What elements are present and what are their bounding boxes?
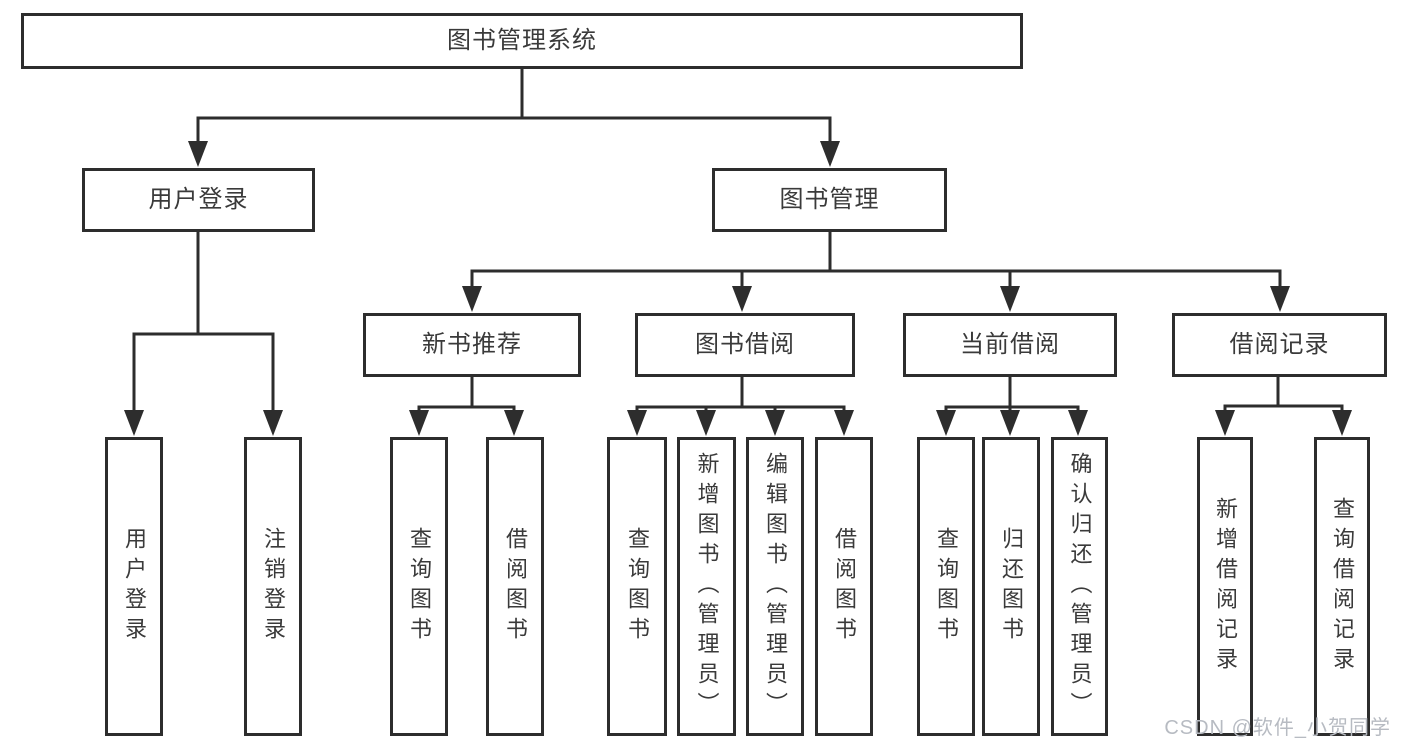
leaf-query-books-1: 查询图书 bbox=[390, 437, 448, 736]
node-book-borrowing: 图书借阅 bbox=[635, 313, 855, 377]
leaf-add-borrow-record-label: 新增借阅记录 bbox=[1213, 496, 1238, 677]
leaf-query-books-3: 查询图书 bbox=[917, 437, 975, 736]
leaf-borrow-books-2: 借阅图书 bbox=[815, 437, 873, 736]
leaf-query-books-1-label: 查询图书 bbox=[407, 526, 432, 647]
connector-root-to-level2 bbox=[188, 67, 840, 167]
leaf-query-borrow-record-label: 查询借阅记录 bbox=[1330, 496, 1355, 677]
leaf-borrow-books-2-label: 借阅图书 bbox=[832, 526, 857, 647]
leaf-add-book-admin: 新增图书（管理员） bbox=[677, 437, 736, 736]
leaf-logout-label: 注销登录 bbox=[261, 526, 286, 647]
node-root-label: 图书管理系统 bbox=[447, 27, 597, 54]
leaf-query-books-2: 查询图书 bbox=[607, 437, 667, 736]
leaf-user-login: 用户登录 bbox=[105, 437, 163, 736]
leaf-logout: 注销登录 bbox=[244, 437, 302, 736]
leaf-edit-book-admin: 编辑图书（管理员） bbox=[746, 437, 804, 736]
leaf-add-borrow-record: 新增借阅记录 bbox=[1197, 437, 1253, 736]
leaf-return-book-label: 归还图书 bbox=[999, 526, 1024, 647]
node-borrowing-records-label: 借阅记录 bbox=[1229, 331, 1330, 358]
connector-book-management-to-level3 bbox=[462, 230, 1290, 312]
node-current-borrowing-label: 当前借阅 bbox=[960, 331, 1060, 358]
node-new-book-recommend: 新书推荐 bbox=[363, 313, 581, 377]
leaf-user-login-label: 用户登录 bbox=[122, 526, 147, 647]
node-book-management-label: 图书管理 bbox=[779, 186, 880, 213]
node-root: 图书管理系统 bbox=[21, 13, 1023, 69]
connector-borrowing-records-to-leaves bbox=[1215, 375, 1352, 436]
node-book-management: 图书管理 bbox=[712, 168, 947, 232]
leaf-query-books-3-label: 查询图书 bbox=[934, 526, 959, 647]
connector-book-borrowing-to-leaves bbox=[627, 375, 854, 436]
csdn-watermark: CSDN @软件_小贺同学 bbox=[1164, 717, 1391, 739]
connector-current-borrowing-to-leaves bbox=[936, 375, 1088, 436]
connector-new-book-recommend-to-leaves bbox=[409, 375, 524, 436]
node-borrowing-records: 借阅记录 bbox=[1172, 313, 1387, 377]
leaf-query-borrow-record: 查询借阅记录 bbox=[1314, 437, 1370, 736]
leaf-query-books-2-label: 查询图书 bbox=[625, 526, 650, 647]
node-current-borrowing: 当前借阅 bbox=[903, 313, 1117, 377]
leaf-confirm-return-admin: 确认归还（管理员） bbox=[1051, 437, 1108, 736]
connector-user-login-to-leaves bbox=[124, 230, 283, 436]
node-user-login: 用户登录 bbox=[82, 168, 315, 232]
leaf-edit-book-admin-label: 编辑图书（管理员） bbox=[763, 451, 788, 722]
leaf-return-book: 归还图书 bbox=[982, 437, 1040, 736]
leaf-confirm-return-admin-label: 确认归还（管理员） bbox=[1067, 451, 1093, 722]
node-book-borrowing-label: 图书借阅 bbox=[695, 331, 795, 358]
node-new-book-recommend-label: 新书推荐 bbox=[422, 331, 522, 358]
leaf-add-book-admin-label: 新增图书（管理员） bbox=[694, 451, 720, 722]
node-user-login-label: 用户登录 bbox=[148, 186, 249, 213]
leaf-borrow-books-1-label: 借阅图书 bbox=[503, 526, 528, 647]
leaf-borrow-books-1: 借阅图书 bbox=[486, 437, 544, 736]
